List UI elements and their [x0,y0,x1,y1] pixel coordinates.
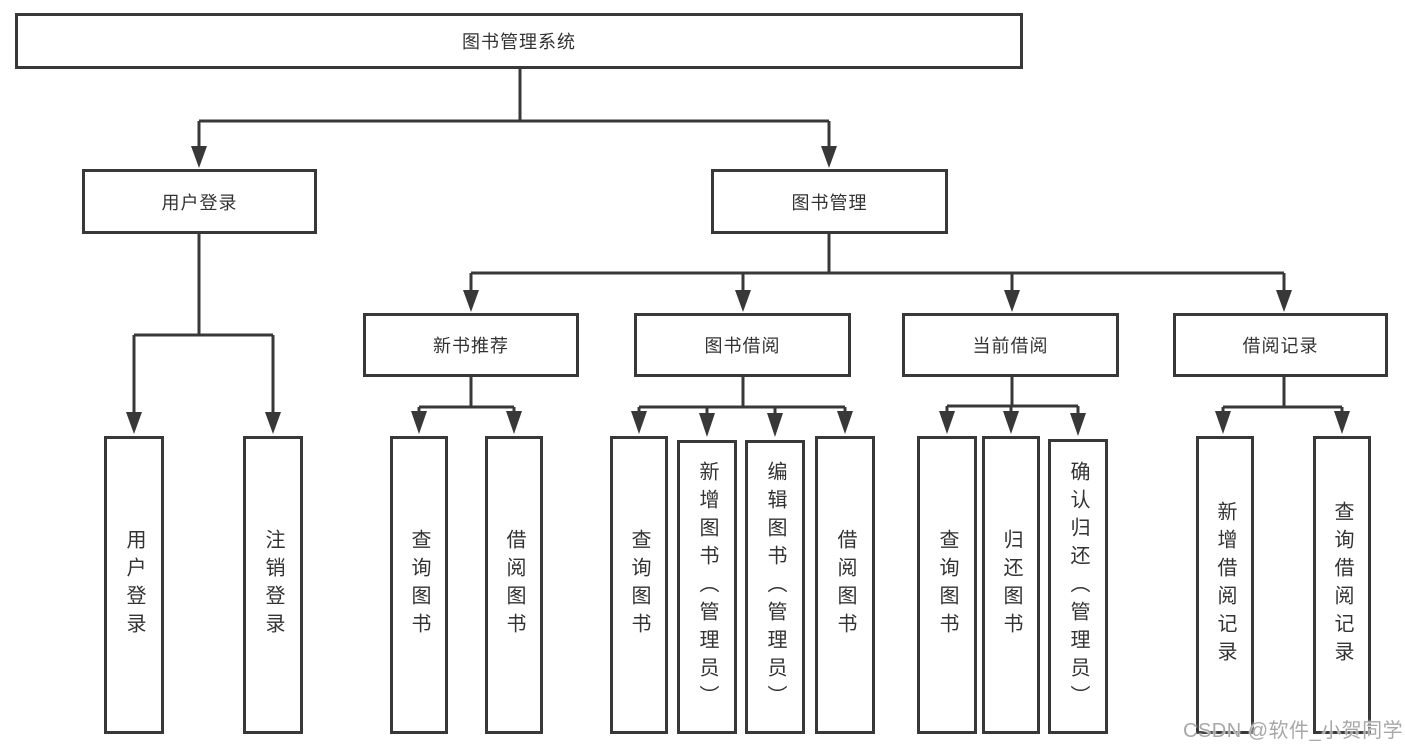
leaf-borrow-books: 借阅图书 [815,436,875,734]
connector-book-borrowing [631,376,853,437]
connector-current-borrowing [939,376,1086,436]
connector-root [191,68,837,168]
leaf-add-borrow-record: 新增借阅记录 [1196,436,1254,734]
node-root: 图书管理系统 [15,13,1023,69]
node-book-management: 图书管理 [711,169,948,234]
leaf-search-books-recommend: 查询图书 [390,436,448,734]
node-user-login: 用户登录 [82,169,317,234]
leaf-search-books-borrow: 查询图书 [610,436,668,734]
csdn-watermark: CSDN @软件_小贺同学 [1183,720,1404,742]
connector-borrowing-records [1215,376,1350,434]
leaf-search-borrow-record: 查询借阅记录 [1313,436,1371,734]
node-borrowing-records: 借阅记录 [1173,313,1388,377]
leaf-confirm-return-admin: 确认归还（管理员） [1048,439,1108,734]
connector-new-book-recommend [411,376,522,434]
leaf-add-books-admin: 新增图书（管理员） [677,440,737,734]
leaf-borrow-books-recommend: 借阅图书 [485,436,543,734]
node-book-borrowing: 图书借阅 [634,313,851,377]
node-new-book-recommend: 新书推荐 [363,313,579,377]
node-current-borrowing: 当前借阅 [902,313,1119,377]
connector-book-management [463,232,1292,312]
leaf-search-books-current: 查询图书 [917,436,977,734]
leaf-user-login: 用户登录 [104,436,164,734]
connector-user-login [126,232,281,434]
leaf-return-books: 归还图书 [982,436,1040,734]
leaf-logout: 注销登录 [243,436,303,734]
leaf-edit-books-admin: 编辑图书（管理员） [745,440,805,734]
